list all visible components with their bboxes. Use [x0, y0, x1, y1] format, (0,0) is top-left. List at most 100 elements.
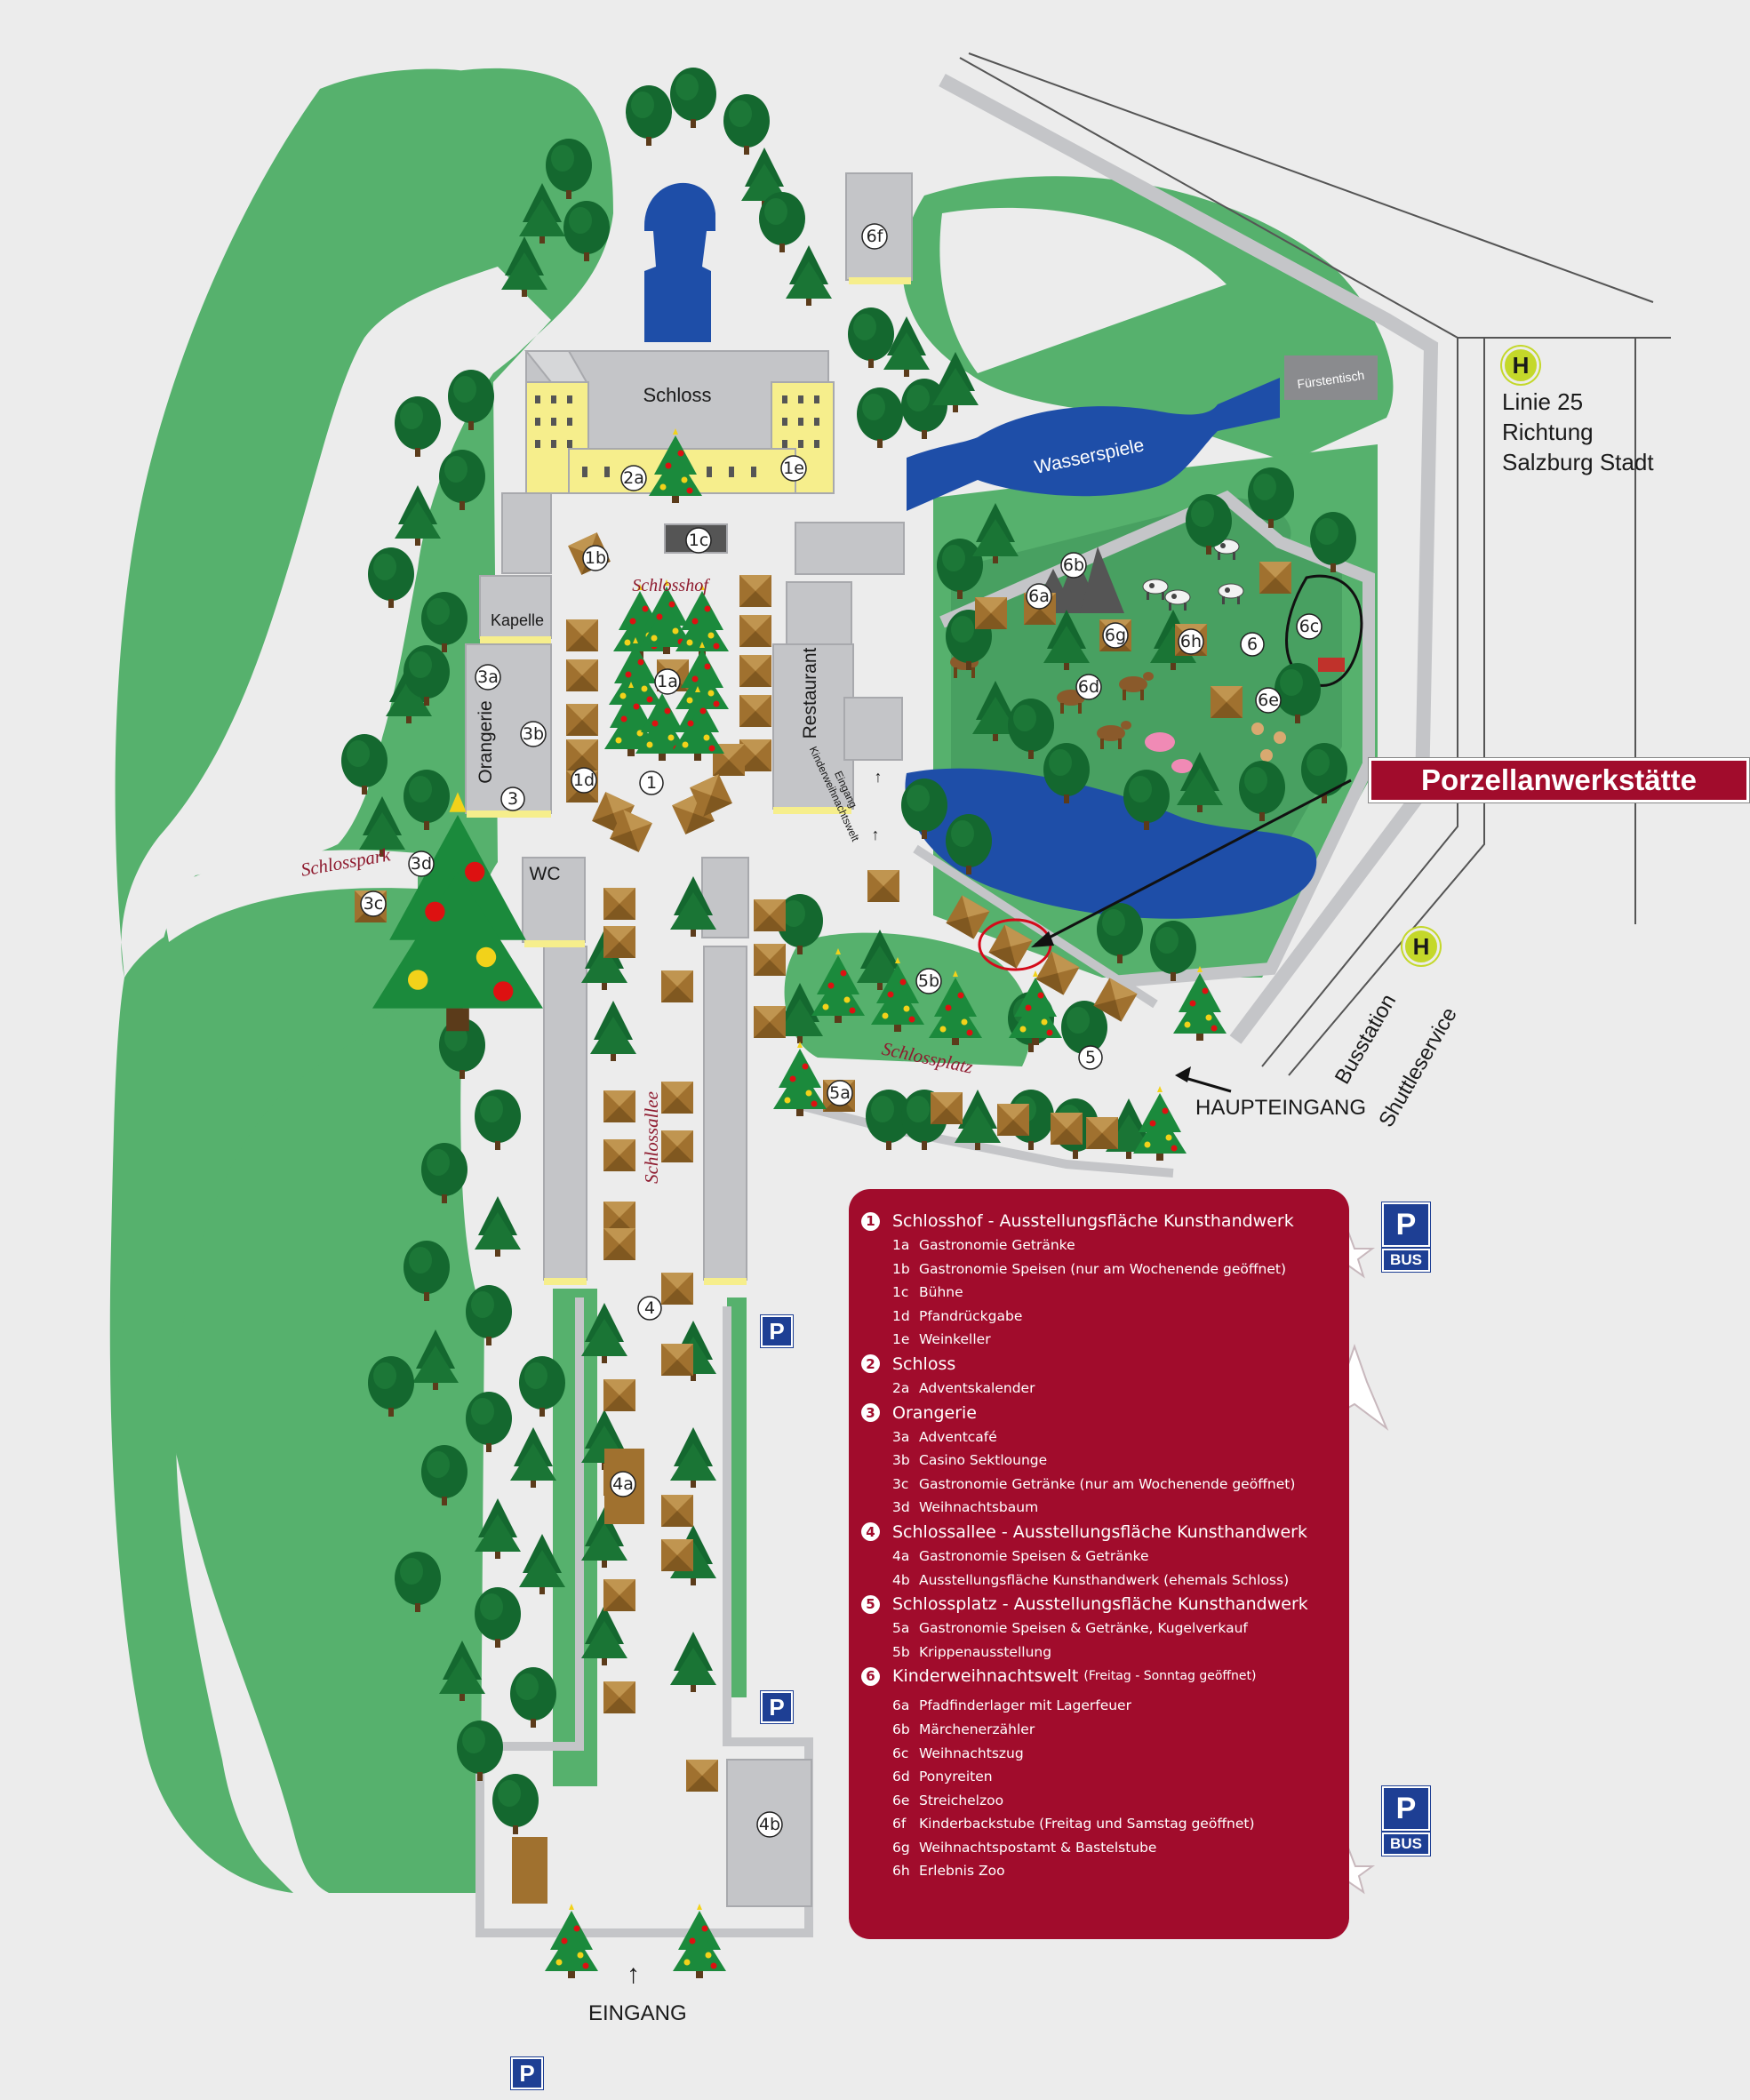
marker-label: 5 [1085, 1048, 1096, 1067]
marker-5b[interactable]: 5b [915, 968, 942, 994]
marker-6[interactable]: 6 [1240, 632, 1265, 657]
marker-label: 1 [646, 773, 657, 793]
bus-stop-city: H Linie 25 Richtung Salzburg Stadt [1502, 347, 1680, 489]
label-kapelle: Kapelle [491, 611, 544, 629]
label-orangerie: Orangerie [475, 700, 496, 783]
marker-3a[interactable]: 3a [475, 664, 501, 691]
marker-circle [756, 1811, 783, 1838]
legend-item-code: 6h [892, 1863, 910, 1880]
marker-6b[interactable]: 6b [1060, 552, 1087, 579]
legend-item-text: Gastronomie Speisen & Getränke, Kugelver… [919, 1620, 1248, 1637]
legend-item-1c: 1c Bühne [861, 1281, 1331, 1305]
marker-label: 6 [1247, 635, 1258, 654]
marker-6d[interactable]: 6d [1075, 674, 1102, 700]
legend-item-code: 6f [892, 1816, 907, 1833]
marker-label: 1a [657, 672, 678, 691]
marker-circle [1060, 552, 1087, 579]
label-restaurant: Restaurant [800, 647, 820, 739]
bus-stop-city-line3: Salzburg Stadt [1502, 449, 1654, 475]
legend-item-text: Krippenausstellung [919, 1643, 1052, 1660]
legend-section-header: 5 Schlossplatz - Ausstellungsfläche Kunst… [861, 1592, 1331, 1617]
marker-3[interactable]: 3 [500, 787, 525, 811]
legend-item-4a: 4a Gastronomie Speisen & Getränke [861, 1545, 1331, 1569]
legend-item-text: Weinkeller [919, 1331, 991, 1348]
marker-layer: 1 1a 1b 1c 1d 1e 2a 3 3a 3b 3c 3d 4 4a 4b 5 5a 5b 6 6a 6b 6c 6… [360, 223, 1322, 1838]
marker-1c[interactable]: 1c [685, 527, 712, 554]
marker-1b[interactable]: 1b [582, 545, 609, 571]
legend-number-badge: 2 [861, 1354, 880, 1374]
marker-1a[interactable]: 1a [654, 668, 681, 695]
marker-3d[interactable]: 3d [408, 850, 435, 877]
marker-5a[interactable]: 5a [827, 1080, 853, 1106]
marker-circle [685, 527, 712, 554]
marker-5[interactable]: 5 [1078, 1045, 1103, 1070]
marker-circle [915, 968, 942, 994]
marker-label: 6f [867, 227, 884, 246]
legend-item-text: Adventcafé [919, 1428, 997, 1445]
legend-item-code: 1b [892, 1260, 910, 1277]
marker-4a[interactable]: 4a [610, 1471, 636, 1497]
marker-4b[interactable]: 4b [756, 1811, 783, 1838]
marker-6g[interactable]: 6g [1102, 622, 1129, 649]
main-entrance-label: HAUPTEINGANG [1195, 1096, 1367, 1120]
bus-stop-shuttle-icon: H [1402, 928, 1440, 965]
marker-circle [1102, 622, 1129, 649]
legend-section-title: Schlossplatz - Ausstellungsfläche Kunsth… [892, 1594, 1308, 1615]
marker-circle [861, 223, 888, 250]
marker-circle [620, 465, 647, 491]
bus-parking-sign: P BUS [1382, 1786, 1430, 1856]
label-schloss: Schloss [643, 384, 711, 406]
marker-1[interactable]: 1 [639, 771, 664, 795]
legend-item-text: Pfandrückgabe [919, 1307, 1023, 1324]
legend-item-text: Gastronomie Speisen & Getränke [919, 1547, 1149, 1564]
legend-section-note: (Freitag - Sonntag geöffnet) [1083, 1669, 1257, 1684]
label-schlosshof: Schlosshof [632, 576, 710, 595]
marker-6e[interactable]: 6e [1255, 687, 1282, 714]
marker-label: 5b [918, 971, 939, 991]
marker-4[interactable]: 4 [637, 1296, 662, 1321]
entrance-arrow: ↑ [627, 1960, 640, 1989]
marker-1e[interactable]: 1e [780, 455, 807, 482]
legend-number-badge: 5 [861, 1594, 880, 1614]
legend-item-text: Bühne [919, 1284, 963, 1301]
legend-item-code: 6d [892, 1769, 910, 1785]
bus-parking-bus: BUS [1382, 1833, 1430, 1856]
marker-label: 4 [644, 1298, 655, 1318]
bus-stop-city-line1: Linie 25 [1502, 388, 1584, 415]
marker-circle [571, 767, 597, 794]
bus-stop-icon: H [1502, 347, 1539, 384]
marker-6h[interactable]: 6h [1178, 628, 1204, 655]
legend-item-text: Weihnachtszug [919, 1745, 1024, 1761]
marker-label: 1e [783, 459, 804, 478]
marker-2a[interactable]: 2a [620, 465, 647, 491]
marker-circle [1296, 613, 1322, 640]
legend-item-code: 5a [892, 1620, 910, 1637]
marker-label: 3b [523, 724, 544, 744]
marker-6a[interactable]: 6a [1026, 583, 1052, 610]
marker-3c[interactable]: 3c [360, 890, 387, 917]
kids-entry-arrow-2: ↑ [872, 826, 880, 843]
marker-3b[interactable]: 3b [520, 721, 547, 747]
marker-1d[interactable]: 1d [571, 767, 597, 794]
legend-item-code: 4a [892, 1547, 910, 1564]
legend-item-code: 2a [892, 1379, 910, 1396]
legend-item-code: 3c [892, 1475, 909, 1492]
marker-6c[interactable]: 6c [1296, 613, 1322, 640]
marker-label: 3 [507, 789, 518, 809]
legend-item-text: Casino Sektlounge [919, 1452, 1048, 1469]
marker-circle [637, 1296, 662, 1321]
marker-circle [780, 455, 807, 482]
legend-section-5: 5 Schlossplatz - Ausstellungsfläche Kunst… [861, 1592, 1331, 1664]
legend-item-code: 1c [892, 1284, 909, 1301]
marker-6f[interactable]: 6f [861, 223, 888, 250]
